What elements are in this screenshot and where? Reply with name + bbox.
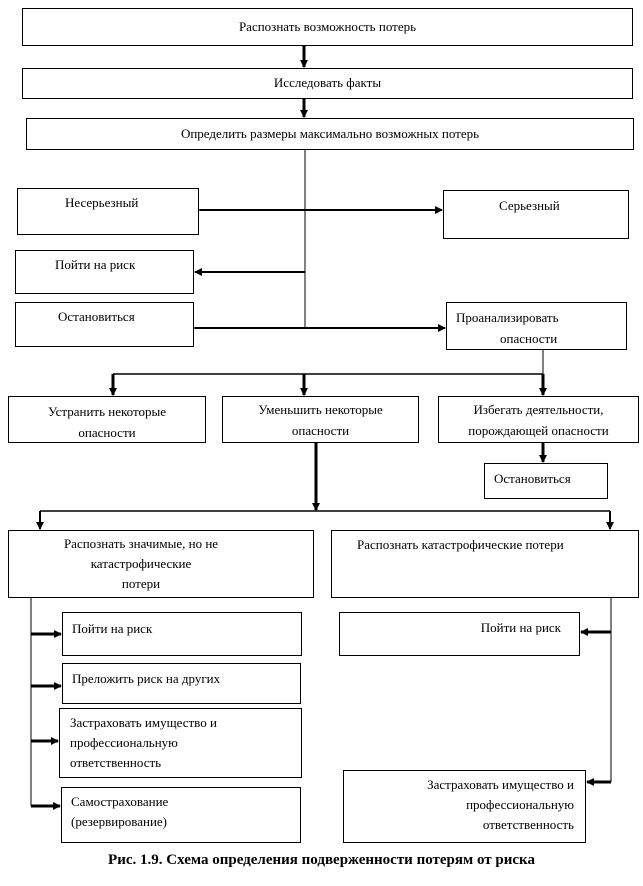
label: порождающей опасности [468, 423, 609, 438]
label: опасности [291, 423, 350, 438]
label: Остановиться [58, 309, 135, 324]
label: катастрофические [90, 556, 192, 571]
box-stop-2: Остановиться [484, 463, 608, 499]
box-insure-right: Застраховать имущество и профессиональную… [343, 770, 586, 843]
label: опасности [500, 331, 558, 346]
box-take-risk: Пойти на риск [15, 250, 194, 294]
label: Застраховать имущество и [427, 777, 574, 792]
box-catastrophic: Распознать катастрофические потери [331, 530, 639, 598]
box-analyze: Проанализировать опасности [446, 302, 627, 350]
box-take-risk-left: Пойти на риск [62, 612, 302, 656]
label: Самострахование [71, 794, 169, 809]
label: Застраховать имущество и [70, 715, 217, 730]
label: (резервирование) [71, 814, 168, 829]
box-stop: Остановиться [15, 302, 194, 347]
box-take-risk-right: Пойти на риск [339, 612, 580, 656]
label: Определить размеры максимально возможных… [180, 126, 480, 141]
box-reduce: Уменьшить некоторые опасности [222, 396, 419, 443]
box-self-insure: Самострахование (резервирование) [61, 787, 301, 843]
box-significant: Распознать значимые, но не катастрофическ… [8, 530, 314, 598]
box-not-serious: Несерьезный [17, 188, 199, 235]
box-shift-risk: Преложить риск на других [62, 663, 301, 704]
label: Исследовать факты [273, 75, 382, 90]
figure-caption: Рис. 1.9. Схема определения подверженнос… [108, 852, 535, 868]
label: ответственность [482, 817, 574, 832]
label: профессиональную [466, 797, 574, 812]
box-research-facts: Исследовать факты [22, 68, 633, 99]
label: потери [121, 576, 161, 591]
label: Распознать возможность потерь [238, 19, 417, 34]
label: Пойти на риск [55, 257, 136, 272]
label: Остановиться [494, 471, 571, 486]
label: Избегать деятельности, [473, 402, 604, 417]
label: Устранить некоторые [47, 404, 167, 419]
box-avoid: Избегать деятельности, порождающей опасно… [438, 396, 639, 443]
box-insure-left: Застраховать имущество и профессиональную… [59, 708, 302, 778]
box-eliminate: Устранить некоторые опасности [8, 396, 206, 443]
label: Серьезный [499, 198, 560, 213]
label: профессиональную [70, 735, 178, 750]
box-determine-size: Определить размеры максимально возможных… [26, 118, 634, 150]
box-recognize-loss: Распознать возможность потерь [22, 8, 633, 46]
label: Уменьшить некоторые [258, 402, 383, 417]
label: Пойти на риск [72, 621, 153, 636]
label: Распознать катастрофические потери [357, 537, 564, 552]
label: ответственность [70, 755, 162, 770]
label: Преложить риск на других [72, 671, 221, 686]
label: опасности [78, 425, 136, 440]
label: Проанализировать [456, 310, 559, 325]
label: Пойти на риск [480, 620, 561, 635]
box-serious: Серьезный [443, 190, 629, 239]
label: Распознать значимые, но не [63, 536, 219, 551]
label: Несерьезный [65, 195, 139, 210]
